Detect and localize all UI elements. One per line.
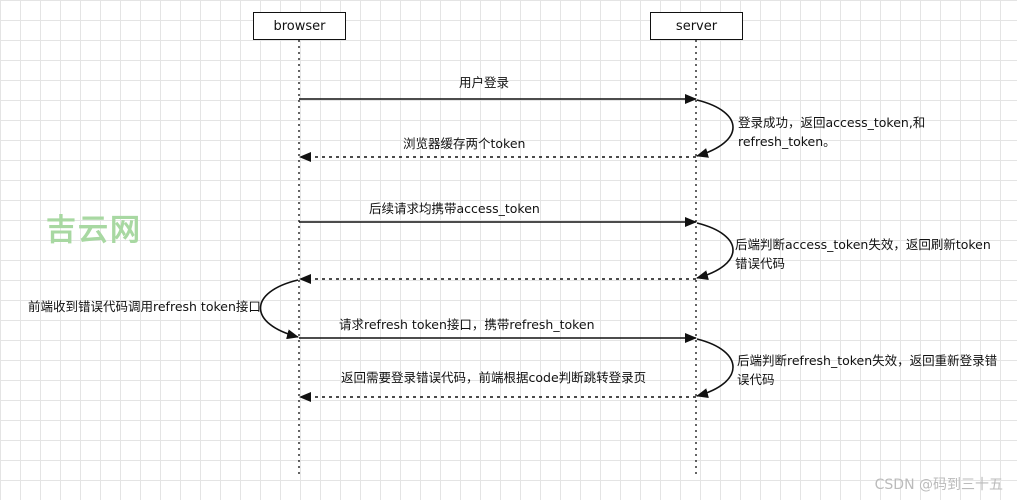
message-label-refresh-request: 请求refresh token接口，携带refresh_token	[339, 317, 595, 332]
note-login-success: 登录成功，返回access_token,和refresh_token。	[738, 115, 926, 149]
server-login-curve	[696, 99, 734, 158]
message-label-subsequent-request: 后续请求均携带access_token	[369, 201, 540, 216]
note-frontend-refresh: 前端收到错误代码调用refresh token接口	[28, 299, 261, 314]
browser-refresh-curve	[259, 279, 299, 340]
browser-actor: browser	[253, 12, 346, 40]
note-refresh-token-expired: 后端判断refresh_token失效，返回重新登录错误代码	[737, 353, 998, 387]
watermark-logo: 吉云网	[46, 213, 142, 248]
note-access-token-expired: 后端判断access_token失效，返回刷新token错误代码	[735, 237, 991, 271]
csdn-credit: CSDN @码到三十五	[874, 477, 1003, 493]
server-refresh-check-curve	[696, 338, 734, 398]
message-label-relogin-response: 返回需要登录错误代码，前端根据code判断跳转登录页	[341, 370, 647, 385]
message-label-cache-tokens: 浏览器缓存两个token	[403, 136, 526, 151]
server-access-check-curve	[696, 222, 734, 280]
message-label-login: 用户登录	[459, 75, 510, 90]
server-actor: server	[650, 12, 743, 40]
